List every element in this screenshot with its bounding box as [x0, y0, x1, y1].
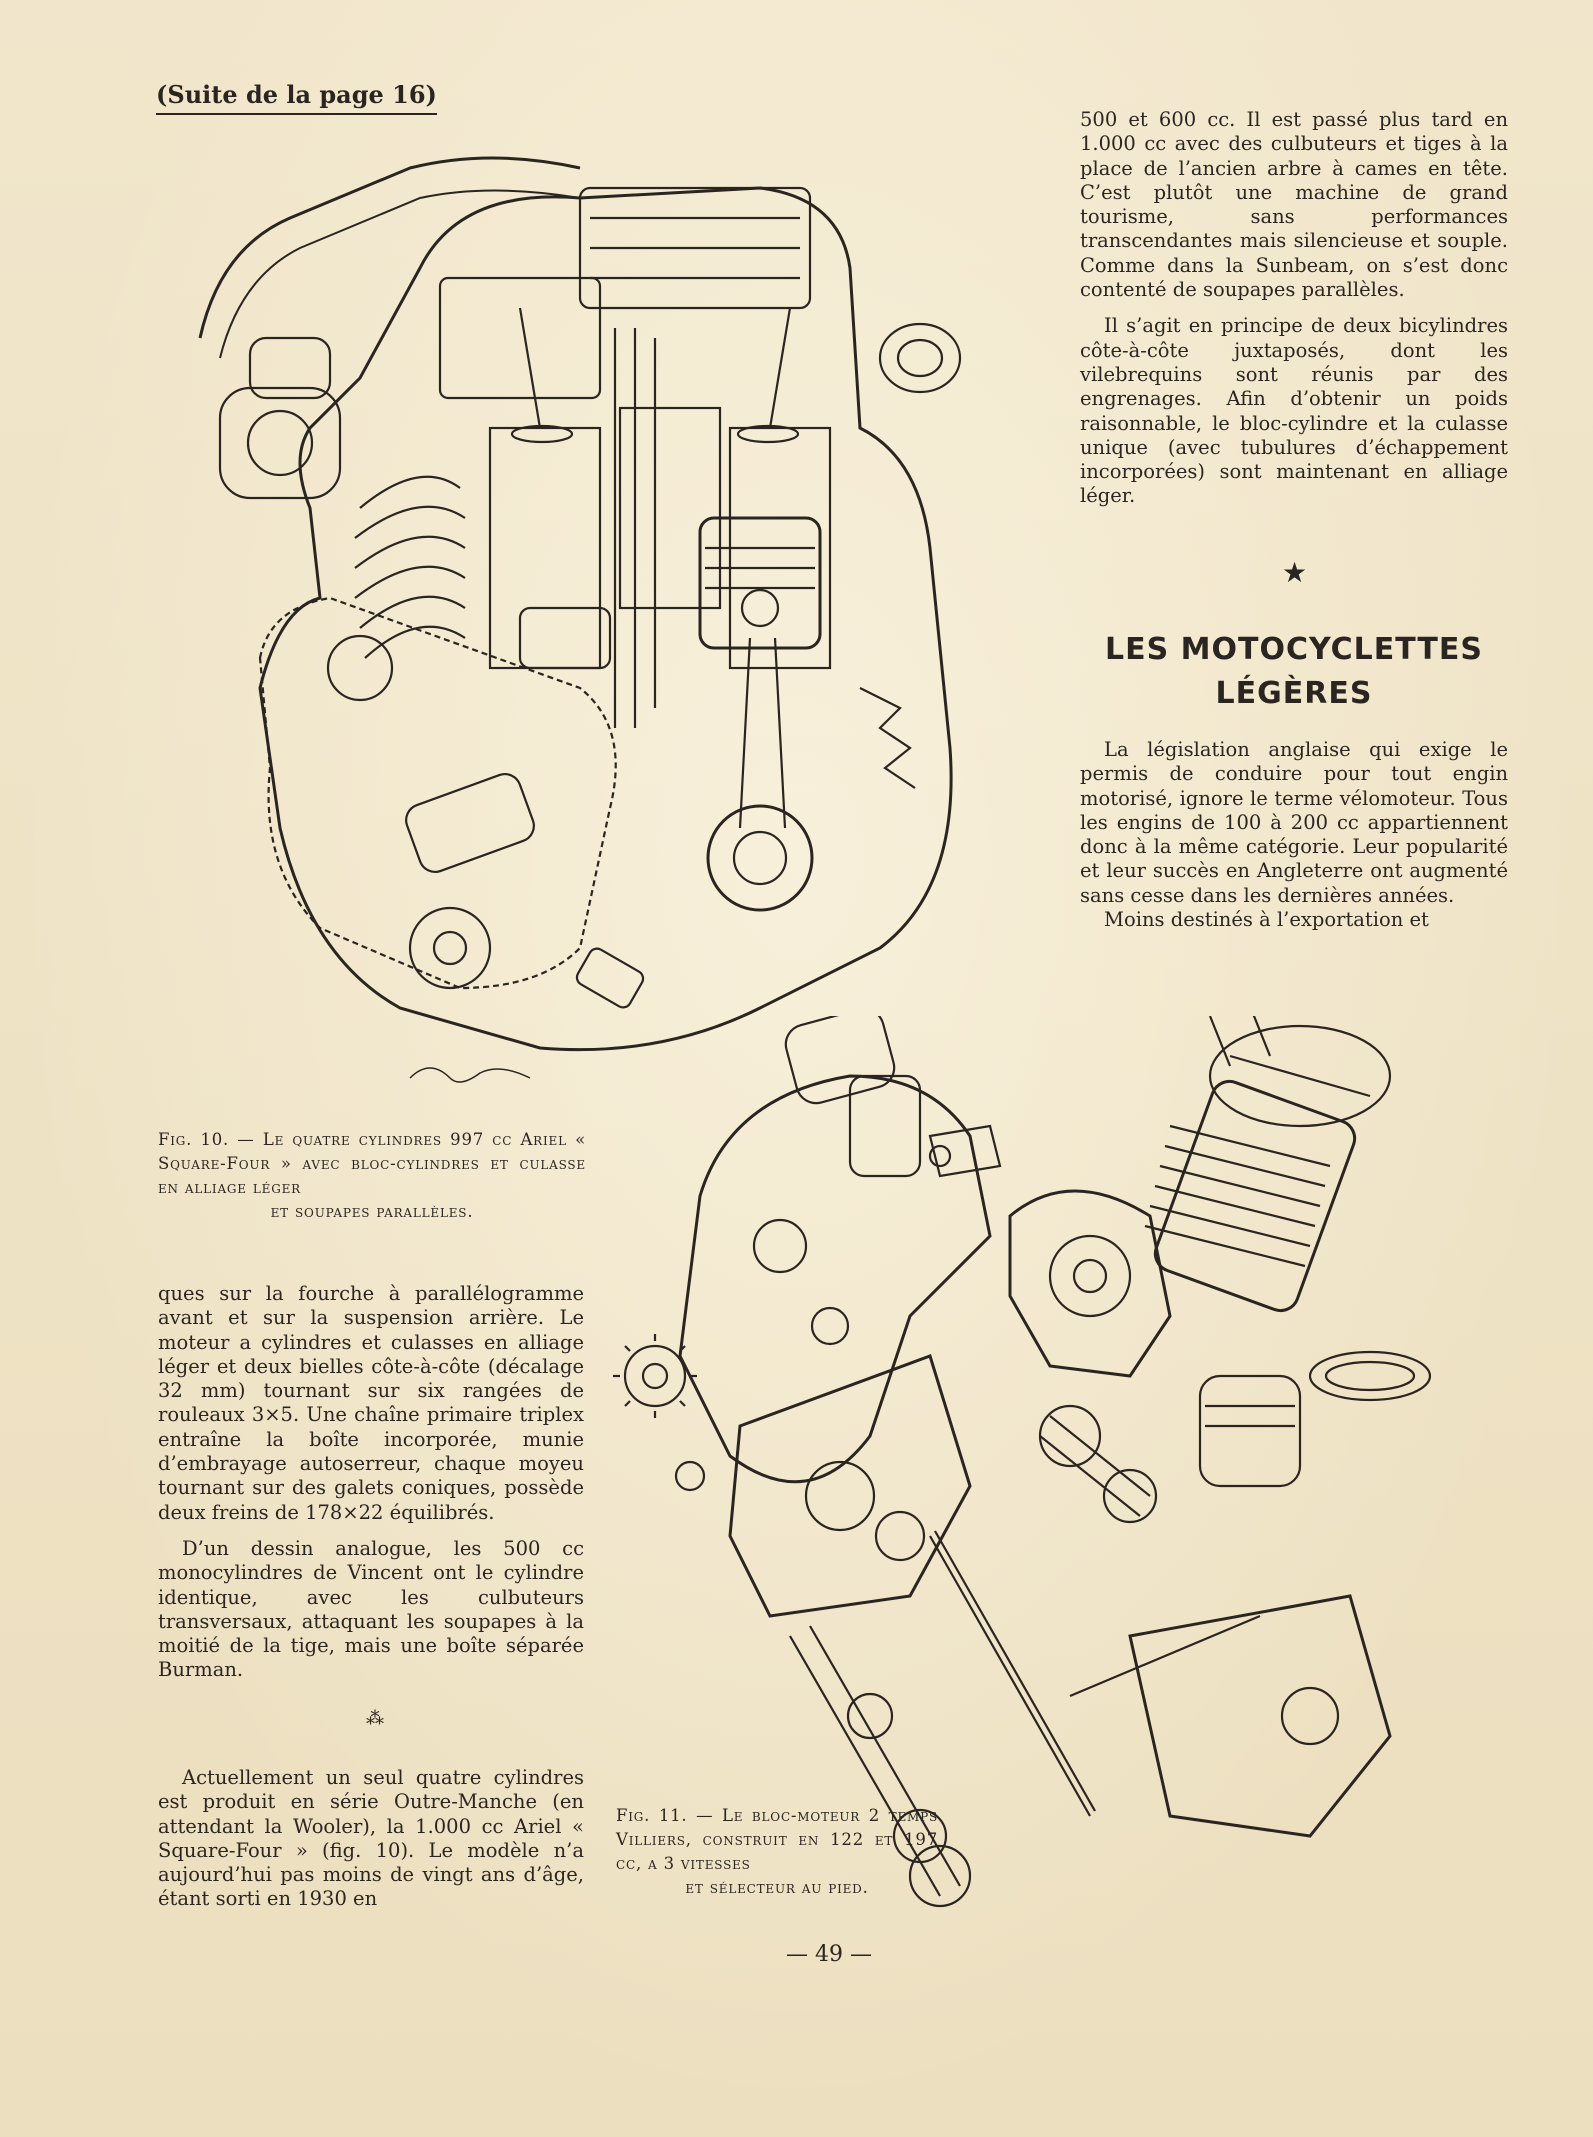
engine-cutaway-illustration — [198, 156, 962, 1083]
paragraph: ques sur la fourche à parallélogramme av… — [158, 1282, 584, 1524]
paragraph: Actuellement un seul quatre cylindres es… — [158, 1766, 584, 1911]
caption-text-last: et soupapes parallèles. — [270, 1202, 474, 1221]
right-column-top: 500 et 600 cc. Il est passé plus tard en… — [1080, 108, 1508, 521]
paragraph: La législation anglaise qui exige le per… — [1080, 738, 1508, 907]
continued-from-label: (Suite de la page 16) — [156, 80, 437, 115]
paragraph: D’un dessin analogue, les 500 cc monocyl… — [158, 1536, 584, 1682]
caption-text: Fig. 10. — Le quatre cylindres 997 cc Ar… — [158, 1130, 586, 1197]
figure-10-engine-cutaway — [160, 128, 1040, 1103]
caption-text-last: et sélecteur au pied. — [685, 1878, 869, 1897]
page-number: — 49 — — [786, 1942, 872, 1967]
figure-11-caption: Fig. 11. — Le bloc-moteur 2 temps Villie… — [616, 1804, 938, 1900]
paragraph: Moins destinés à l’exportation et — [1104, 908, 1429, 932]
figure-11-exploded-engine — [610, 1016, 1470, 1936]
exploded-engine-illustration — [613, 1016, 1432, 1908]
paragraph: Il s’agit en principe de deux bicylindre… — [1080, 314, 1508, 508]
section-heading-line2: LÉGÈRES — [1215, 676, 1373, 711]
asterism-separator: ⁂ — [366, 1708, 384, 1729]
left-column-bottom-2: Actuellement un seul quatre cylindres es… — [158, 1766, 584, 1924]
section-heading-line1: LES MOTOCYCLETTES — [1105, 632, 1483, 667]
divider-star-icon: ★ — [1282, 556, 1308, 589]
right-column-bottom: La législation anglaise qui exige le per… — [1080, 738, 1508, 944]
section-heading: LES MOTOCYCLETTES LÉGÈRES — [1080, 628, 1508, 716]
figure-10-caption: Fig. 10. — Le quatre cylindres 997 cc Ar… — [158, 1128, 586, 1224]
left-column-bottom: ques sur la fourche à parallélogramme av… — [158, 1282, 584, 1695]
caption-text: Fig. 11. — Le bloc-moteur 2 temps Villie… — [616, 1806, 938, 1873]
paragraph: 500 et 600 cc. Il est passé plus tard en… — [1080, 108, 1508, 302]
